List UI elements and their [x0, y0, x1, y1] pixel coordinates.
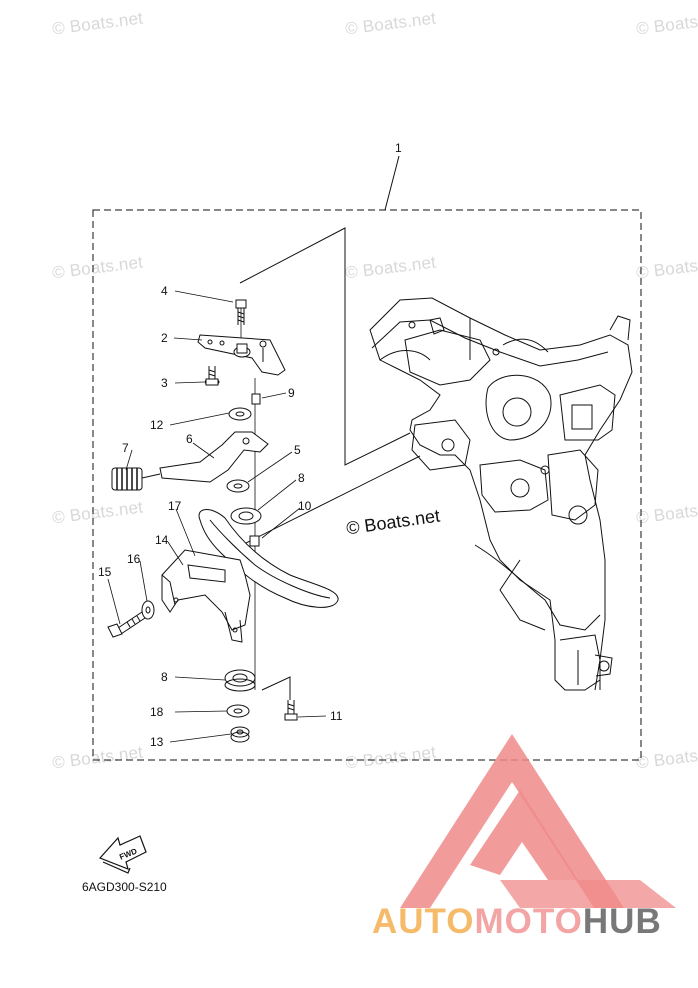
part-8-grommet — [224, 669, 256, 692]
callout-9: 9 — [288, 386, 295, 400]
callout-14: 14 — [155, 533, 169, 547]
callout-2: 2 — [161, 331, 168, 345]
callout-16: 16 — [127, 552, 141, 566]
callout-13: 13 — [150, 735, 164, 749]
leader-1 — [384, 155, 400, 211]
part-6-lever — [159, 431, 269, 483]
part-9-collar — [251, 393, 261, 405]
part-7-grip — [111, 467, 161, 491]
callout-15: 15 — [98, 565, 112, 579]
callout-11: 11 — [330, 709, 343, 723]
part-18-washer — [226, 704, 250, 718]
connector-line — [239, 227, 411, 466]
callout-12: 12 — [150, 418, 164, 432]
part-10-collar — [249, 535, 260, 547]
part-13-nut — [230, 726, 250, 743]
brand-part-hub: HUB — [582, 902, 662, 941]
part-8-grommet — [230, 507, 262, 525]
part-11-bolt — [284, 700, 298, 721]
brand-part-moto: MOTO — [474, 902, 583, 941]
callout-8: 8 — [298, 471, 305, 485]
part-15-bolt — [107, 611, 146, 638]
part-5-washer — [226, 479, 250, 493]
callout-1: 1 — [395, 141, 402, 155]
callout-numbers: 1 4 2 3 9 12 6 7 5 8 10 17 14 16 15 8 18… — [98, 141, 402, 749]
part-12-washer — [228, 407, 252, 421]
callout-7: 7 — [122, 441, 129, 455]
callout-5: 5 — [294, 443, 301, 457]
part-16-washer — [141, 600, 155, 620]
connector-line — [261, 676, 291, 700]
callout-3: 3 — [161, 376, 168, 390]
callout-17: 17 — [168, 499, 182, 513]
callout-4: 4 — [161, 284, 168, 298]
callout-6: 6 — [186, 432, 193, 446]
part-14-bracket — [161, 549, 251, 643]
part-3-bolt — [204, 366, 220, 386]
brand-logo-text: AUTOMOTOHUB — [372, 902, 662, 942]
part-4-bolt — [235, 299, 247, 325]
callout-18: 18 — [150, 705, 164, 719]
brand-part-auto: AUTO — [372, 902, 475, 941]
callout-10: 10 — [298, 499, 312, 513]
diagram-code: 6AGD300-S210 — [82, 880, 167, 894]
assembly-boundary-frame — [92, 209, 642, 761]
fwd-arrow-icon: FWD — [98, 835, 147, 874]
callout-8: 8 — [161, 670, 168, 684]
outboard-bracket-drawing — [369, 297, 633, 691]
part-17-wire — [198, 509, 339, 608]
part-2-plate — [197, 334, 286, 376]
callout-leaders — [107, 290, 327, 743]
automotohub-logo-mark — [400, 734, 676, 908]
